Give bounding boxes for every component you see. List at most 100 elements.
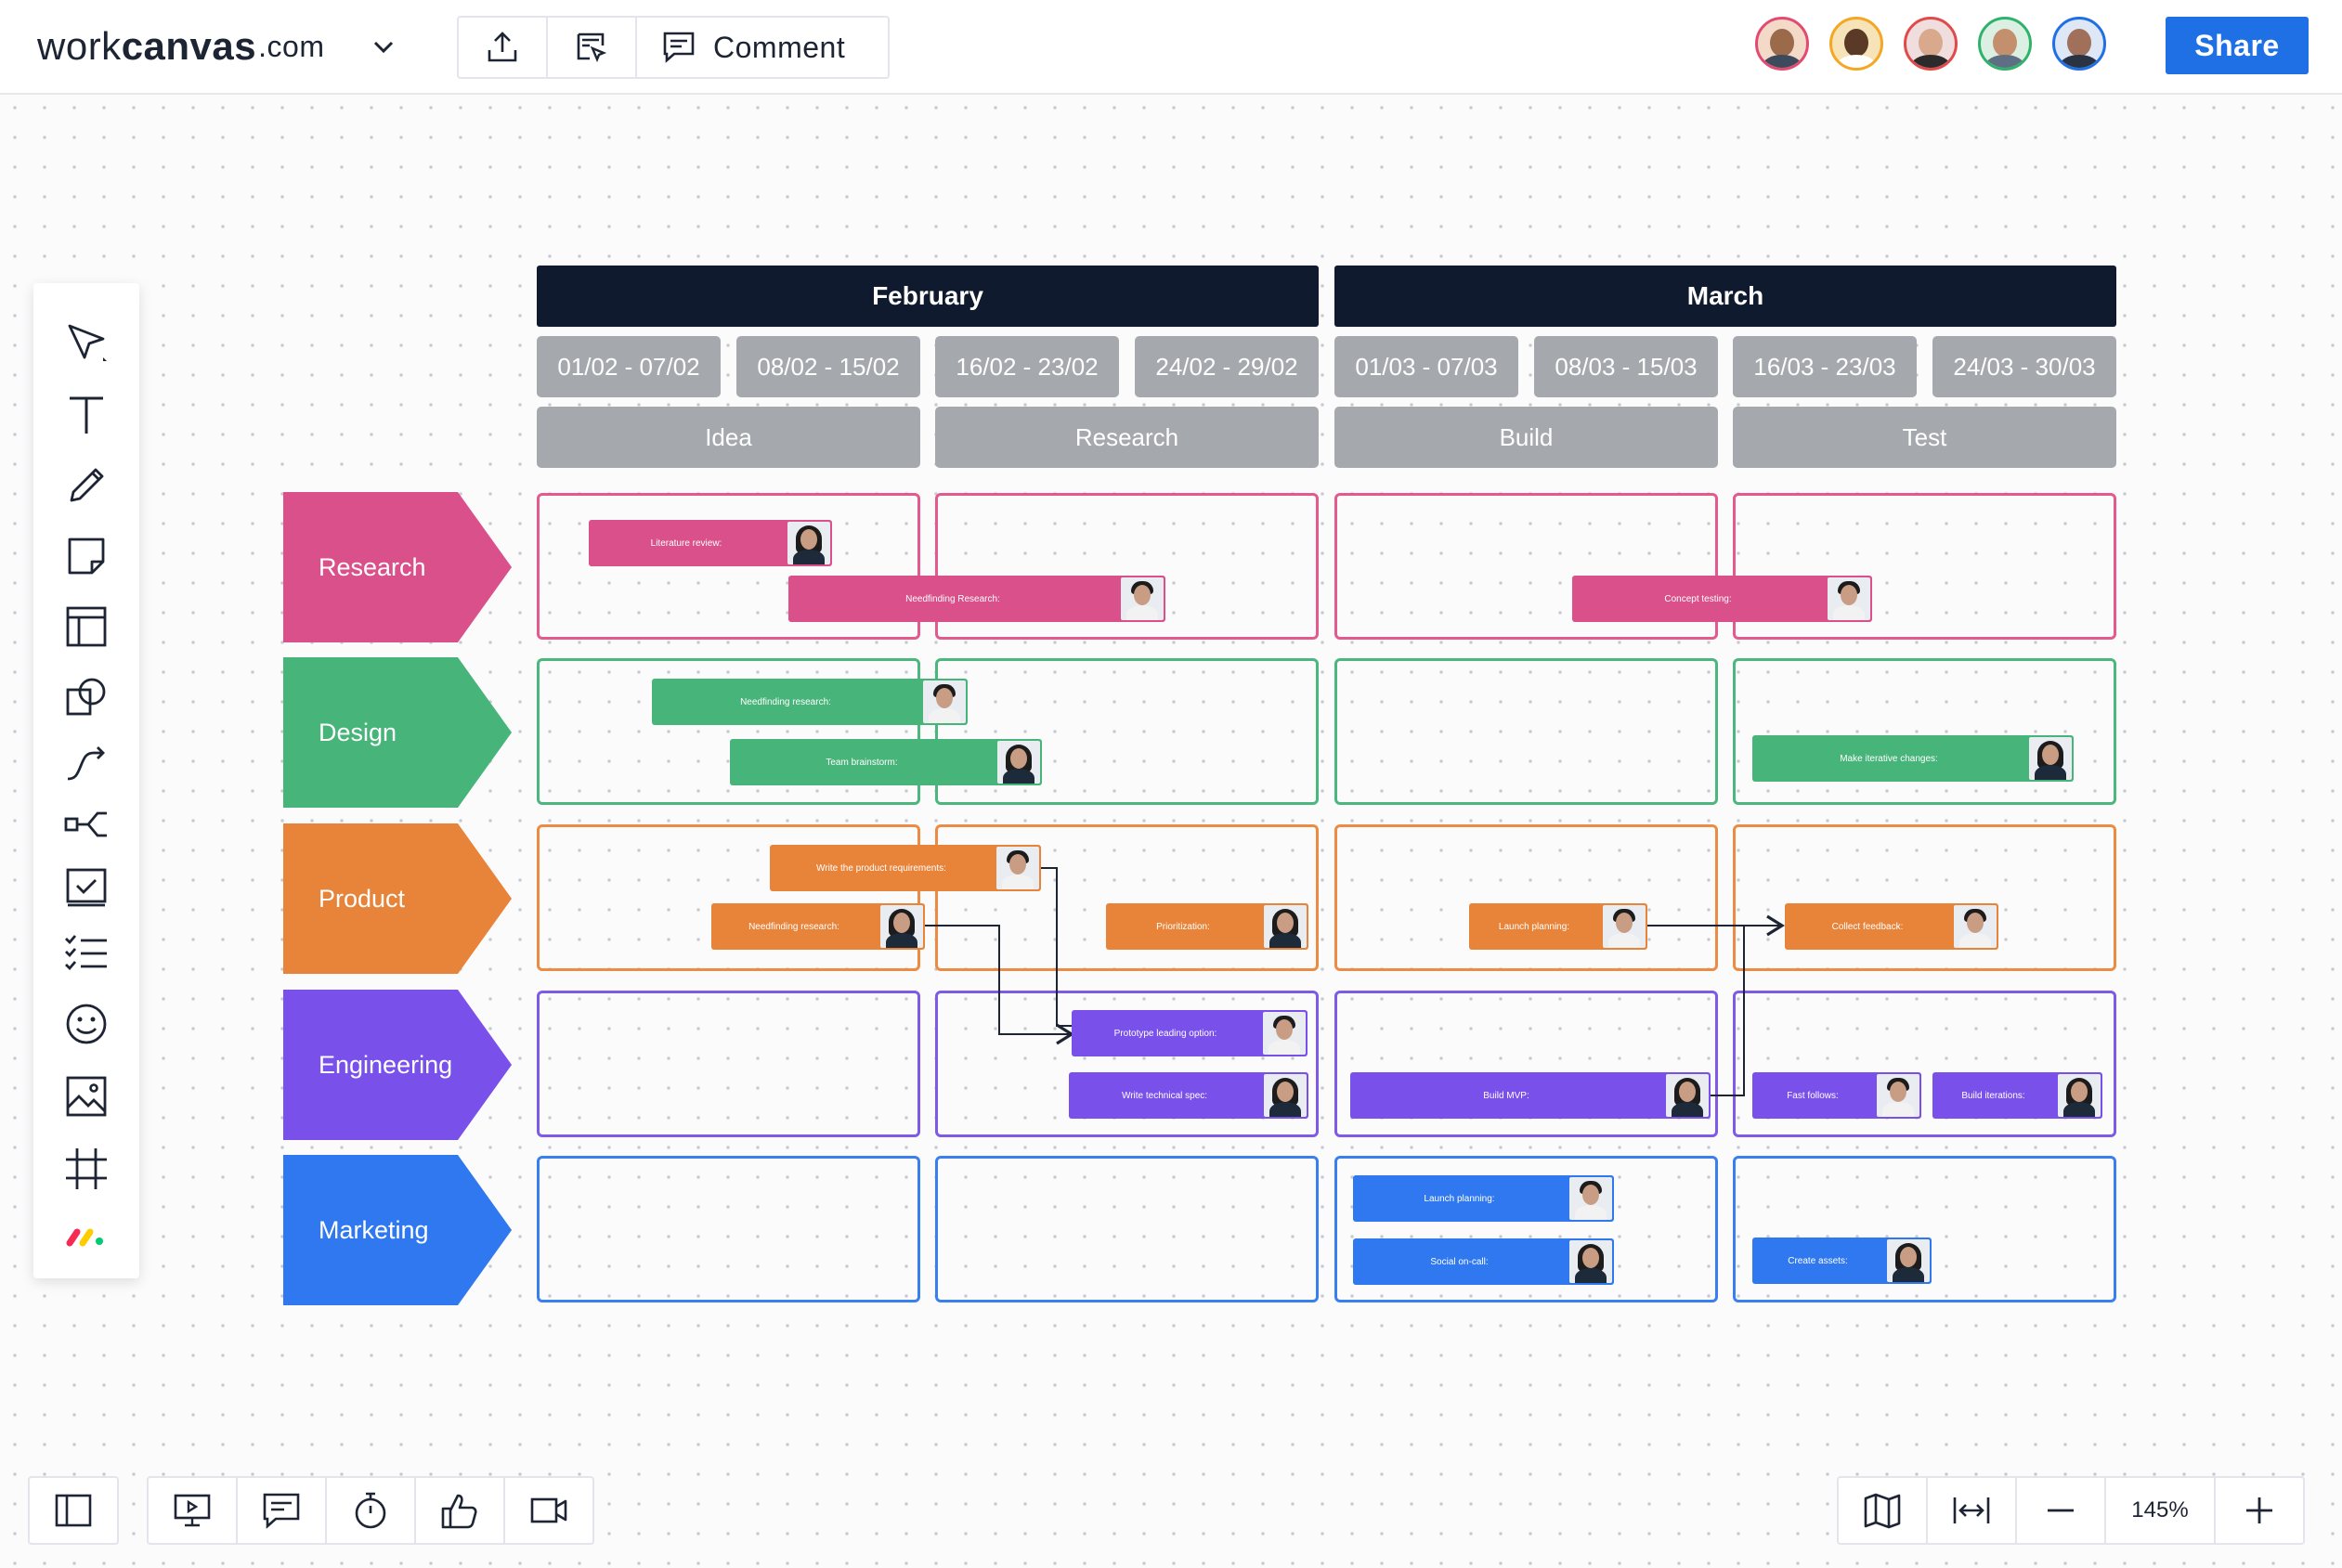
board-cell[interactable] xyxy=(537,493,920,640)
row-label-product[interactable]: Product xyxy=(283,823,512,974)
task-card[interactable]: Team brainstorm: xyxy=(730,739,1042,785)
comment-button[interactable]: Comment xyxy=(637,18,888,77)
collaborator-avatar[interactable] xyxy=(2052,17,2106,71)
vote-button[interactable] xyxy=(416,1478,505,1543)
frame-tool[interactable] xyxy=(59,1141,114,1197)
board-cell[interactable] xyxy=(1334,824,1718,971)
checklist-icon xyxy=(65,935,107,971)
task-tool[interactable] xyxy=(59,859,114,914)
task-card[interactable]: Launch planning: xyxy=(1469,903,1647,950)
shapes-tool[interactable] xyxy=(59,669,114,725)
comments-button[interactable] xyxy=(238,1478,327,1543)
row-label-design[interactable]: Design xyxy=(283,657,512,808)
board-cell[interactable] xyxy=(935,1156,1319,1302)
row-label-marketing[interactable]: Marketing xyxy=(283,1155,512,1305)
task-card[interactable]: Write technical spec: xyxy=(1069,1072,1308,1119)
task-card[interactable]: Prioritization: xyxy=(1106,903,1308,950)
assignee-avatar xyxy=(1666,1074,1709,1117)
board-cell[interactable] xyxy=(1733,658,2116,805)
task-card[interactable]: Fast follows: xyxy=(1752,1072,1921,1119)
assignee-avatar xyxy=(1887,1239,1930,1282)
collaborator-avatar[interactable] xyxy=(1978,17,2032,71)
board-cell[interactable] xyxy=(1733,493,2116,640)
collaborator-avatar[interactable] xyxy=(1904,17,1958,71)
board-cell[interactable] xyxy=(537,824,920,971)
present-button[interactable] xyxy=(149,1478,238,1543)
monday-apps-tool[interactable] xyxy=(59,1206,114,1262)
fit-width-icon xyxy=(1953,1497,1990,1523)
board-cell[interactable] xyxy=(1733,1156,2116,1302)
task-card[interactable]: Concept testing: xyxy=(1572,576,1872,622)
row-label-research[interactable]: Research xyxy=(283,492,512,642)
board-cell[interactable] xyxy=(537,991,920,1137)
zoom-in-button[interactable] xyxy=(2216,1478,2303,1543)
navigation-toolbar: 145% xyxy=(1837,1476,2305,1545)
row-label-engineering[interactable]: Engineering xyxy=(283,990,512,1140)
template-tool[interactable] xyxy=(59,599,114,654)
select-frame-icon xyxy=(577,32,607,63)
task-card[interactable]: Create assets: xyxy=(1752,1238,1932,1284)
panel-toggle-button[interactable] xyxy=(30,1478,117,1543)
task-card[interactable]: Social on-call: xyxy=(1353,1238,1614,1285)
collaborator-avatar[interactable] xyxy=(1829,17,1883,71)
sticky-note-icon xyxy=(68,538,105,575)
emoji-tool[interactable] xyxy=(59,996,114,1052)
sidebar-panel-icon xyxy=(55,1494,92,1527)
sticky-note-tool[interactable] xyxy=(59,528,114,584)
minimap-button[interactable] xyxy=(1839,1478,1928,1543)
chevron-down-icon[interactable] xyxy=(370,33,397,61)
board-cell[interactable] xyxy=(1733,824,2116,971)
export-button[interactable] xyxy=(459,18,548,77)
board-cell[interactable] xyxy=(1334,493,1718,640)
select-tool[interactable] xyxy=(59,317,114,372)
logo-light-text: work xyxy=(37,24,122,68)
zoom-level-button[interactable]: 145% xyxy=(2106,1478,2216,1543)
timer-button[interactable] xyxy=(327,1478,416,1543)
minus-icon xyxy=(2048,1509,2074,1512)
board-cell[interactable] xyxy=(537,1156,920,1302)
frame-icon xyxy=(66,1148,107,1189)
sidebar-toggle-group xyxy=(28,1476,119,1545)
assignee-avatar xyxy=(1264,905,1307,948)
month-header: March xyxy=(1334,266,2116,327)
task-card[interactable]: Needfinding Research: xyxy=(788,576,1165,622)
task-card[interactable]: Launch planning: xyxy=(1353,1175,1614,1222)
task-card[interactable]: Prototype leading option: xyxy=(1072,1010,1308,1056)
share-button[interactable]: Share xyxy=(2166,17,2309,74)
task-card[interactable]: Write the product requirements: xyxy=(770,845,1041,891)
connector-tool[interactable] xyxy=(59,736,114,792)
board-cell[interactable] xyxy=(935,658,1319,805)
assignee-avatar xyxy=(1569,1177,1612,1220)
task-card[interactable]: Collect feedback: xyxy=(1785,903,1998,950)
mind-map-tool[interactable] xyxy=(59,797,114,853)
file-toolbar: Comment xyxy=(457,16,890,79)
task-card[interactable]: Make iterative changes: xyxy=(1752,735,2074,782)
video-call-button[interactable] xyxy=(505,1478,592,1543)
week-header: 08/02 - 15/02 xyxy=(736,336,920,397)
phase-header: Build xyxy=(1334,407,1718,468)
board-cell[interactable] xyxy=(1334,1156,1718,1302)
pencil-icon xyxy=(70,468,104,502)
checklist-tool[interactable] xyxy=(59,926,114,981)
fit-to-screen-button[interactable] xyxy=(1928,1478,2017,1543)
zoom-out-button[interactable] xyxy=(2017,1478,2106,1543)
assignee-avatar xyxy=(880,905,923,948)
task-card[interactable]: Literature review: xyxy=(589,520,832,566)
task-card[interactable]: Build iterations: xyxy=(1932,1072,2102,1119)
task-card[interactable]: Needfinding research: xyxy=(711,903,925,950)
board-cell[interactable] xyxy=(1334,658,1718,805)
pen-tool[interactable] xyxy=(59,458,114,513)
board-cell[interactable] xyxy=(935,824,1319,971)
text-tool[interactable] xyxy=(59,387,114,443)
left-toolbar xyxy=(33,283,139,1278)
image-tool[interactable] xyxy=(59,1069,114,1124)
collaborator-avatar[interactable] xyxy=(1755,17,1809,71)
present-select-button[interactable] xyxy=(548,18,637,77)
board-cell[interactable] xyxy=(935,493,1319,640)
board-cell[interactable] xyxy=(935,991,1319,1137)
task-card[interactable]: Needfinding research: xyxy=(652,679,968,725)
board-cell[interactable] xyxy=(537,658,920,805)
task-card[interactable]: Build MVP: xyxy=(1350,1072,1711,1119)
